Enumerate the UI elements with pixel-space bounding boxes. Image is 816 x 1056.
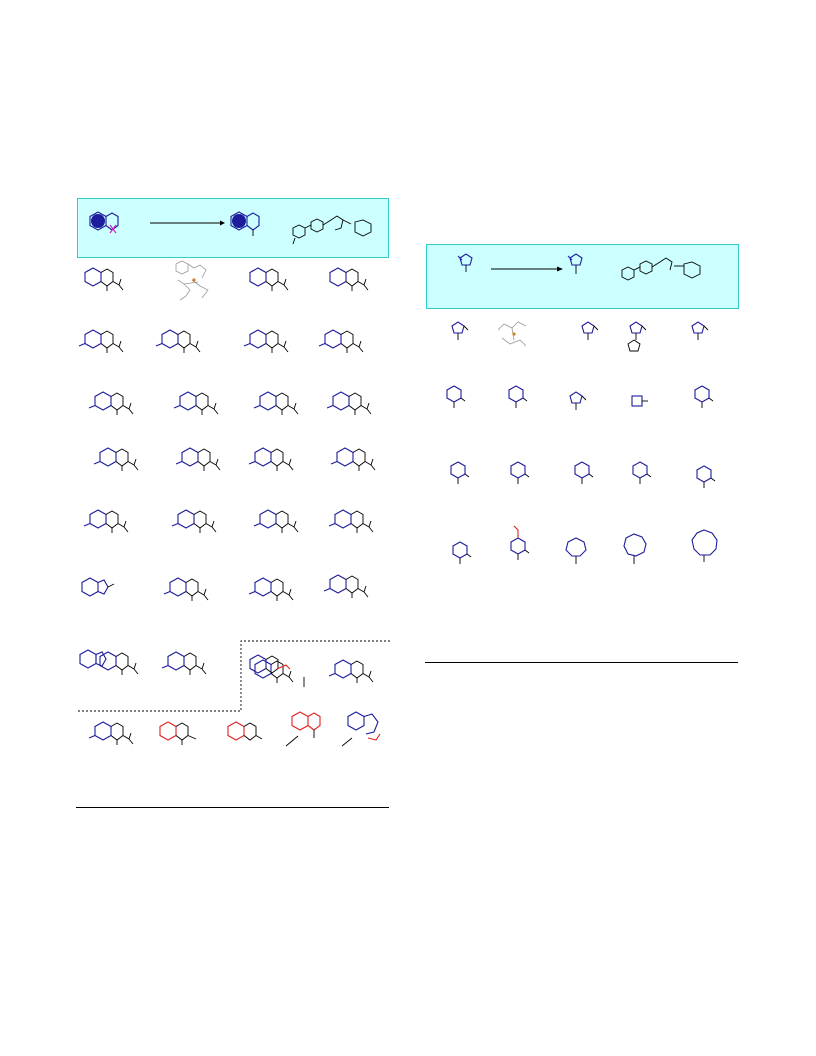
right-scheme-box — [426, 244, 739, 309]
right-bottom-rule — [425, 662, 738, 663]
right-reaction-arrow — [491, 266, 563, 272]
left-dashed-separator — [78, 640, 390, 712]
left-bottom-rule — [76, 807, 389, 808]
left-dashed-region-structures — [249, 654, 305, 687]
left-scheme-product — [230, 211, 260, 236]
right-scheme-product — [567, 253, 583, 274]
left-scheme-reactant — [89, 211, 119, 234]
right-scheme-catalyst — [621, 257, 701, 281]
left-scheme-catalyst — [292, 215, 372, 245]
left-transition-state — [175, 260, 209, 301]
right-structure-grid — [446, 321, 718, 565]
right-transition-state — [497, 321, 527, 347]
left-scheme-box — [77, 198, 389, 258]
left-reaction-arrow — [150, 220, 225, 226]
left-structure-grid — [80, 260, 381, 747]
right-scheme-reactant — [457, 253, 473, 272]
